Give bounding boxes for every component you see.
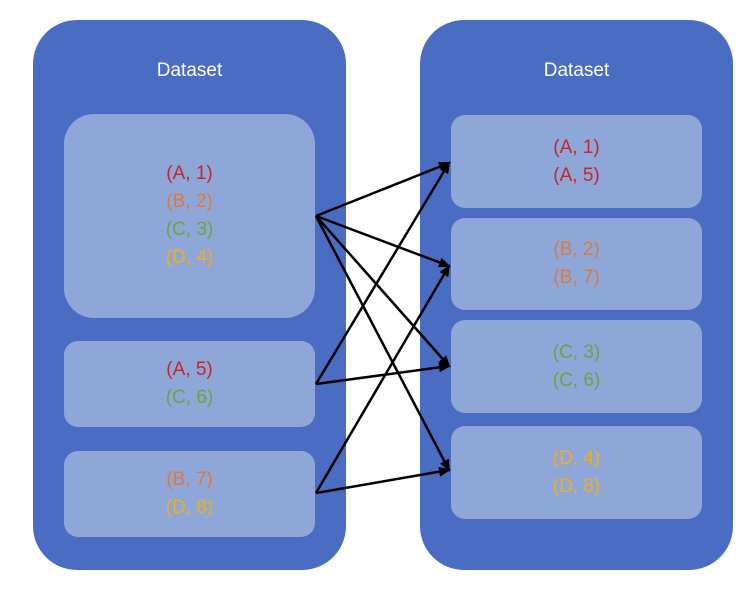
right-p1-item-2: (A, 5) <box>553 164 600 186</box>
left-p3-item-1: (B, 7) <box>166 469 213 490</box>
right-partition-3: (C, 3) (C, 6) <box>451 320 702 413</box>
right-p3-item-1: (C, 3) <box>552 341 601 363</box>
right-p2-item-1: (B, 2) <box>553 239 600 260</box>
right-dataset-title: Dataset <box>543 60 610 81</box>
left-p1-item-2: (B, 2) <box>166 191 213 212</box>
right-p2-item-2: (B, 7) <box>553 267 600 288</box>
right-p4-item-1: (D, 4) <box>552 447 601 469</box>
left-p2-item-1: (A, 5) <box>166 359 213 380</box>
right-p4-item-2: (D, 8) <box>552 475 601 497</box>
right-partition-1: (A, 1) (A, 5) <box>451 115 702 208</box>
left-p1-item-1: (A, 1) <box>166 163 213 184</box>
left-p1-item-3: (C, 3) <box>165 219 214 240</box>
right-partition-4: (D, 4) (D, 8) <box>451 426 702 519</box>
right-p1-item-1: (A, 1) <box>553 136 600 158</box>
left-dataset-title: Dataset <box>156 60 223 81</box>
left-p1-item-4: (D, 4) <box>165 247 214 268</box>
left-partition-2: (A, 5) (C, 6) <box>64 341 315 427</box>
left-partition-3: (B, 7) (D, 8) <box>64 451 315 537</box>
left-p3-item-2: (D, 8) <box>165 497 214 518</box>
right-partition-2: (B, 2) (B, 7) <box>451 218 702 310</box>
left-p2-item-2: (C, 6) <box>165 387 214 408</box>
left-partition-1: (A, 1) (B, 2) (C, 3) (D, 4) <box>64 114 315 318</box>
right-p3-item-2: (C, 6) <box>552 369 601 391</box>
